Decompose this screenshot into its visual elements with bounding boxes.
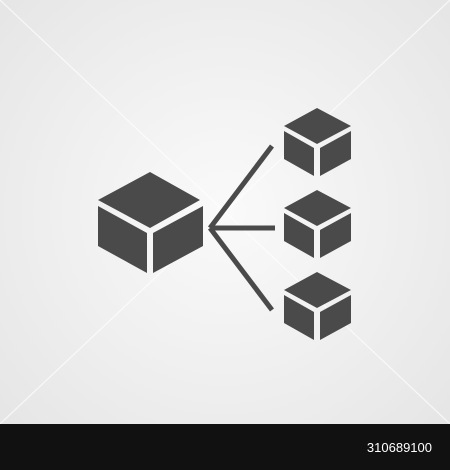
connector-lines-icon xyxy=(208,144,275,312)
small-cube-top-icon xyxy=(284,108,351,176)
small-cube-middle-icon xyxy=(284,190,351,258)
footer-bar: 310689100 xyxy=(0,424,450,470)
small-cube-bottom-icon xyxy=(284,272,351,340)
distribution-icon xyxy=(98,108,351,340)
large-cube-icon xyxy=(98,172,203,273)
image-id-label: 310689100 xyxy=(366,440,432,455)
